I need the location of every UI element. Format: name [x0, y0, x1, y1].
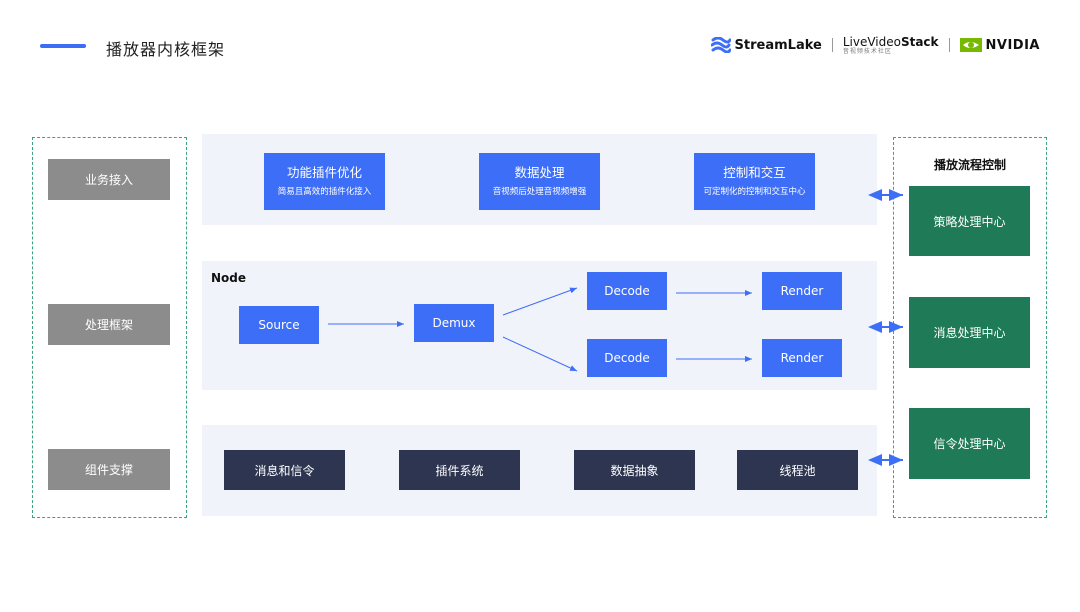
component-thread-pool: 线程池 — [737, 450, 858, 490]
feature-title: 数据处理 — [514, 165, 565, 181]
layer-business-access: 业务接入 — [48, 159, 170, 200]
playback-control-title: 播放流程控制 — [933, 158, 1006, 172]
page-title: 播放器内核框架 — [106, 40, 226, 59]
livevideostack-logo-prefix: LiveVideo — [842, 34, 901, 49]
layer-component-support: 组件支撑 — [48, 449, 170, 490]
feature-title: 控制和交互 — [723, 165, 786, 181]
pipeline-decode-top: Decode — [587, 272, 667, 310]
nvidia-eye-icon — [959, 38, 982, 52]
livevideostack-logo-sub: 音视频技术社区 — [842, 47, 892, 55]
livevideostack-logo-main: LiveVideoStack — [843, 36, 939, 48]
streamlake-icon — [710, 37, 731, 53]
control-strategy-center: 策略处理中心 — [909, 186, 1030, 256]
nvidia-logo: NVIDIA — [959, 37, 1040, 53]
logo-separator — [831, 38, 833, 52]
logo-bar: StreamLake LiveVideoStack 音视频技术社区 NVIDIA — [710, 34, 1040, 56]
feature-control-interaction: 控制和交互 可定制化的控制和交互中心 — [694, 153, 815, 210]
control-signaling-center: 信令处理中心 — [909, 408, 1030, 479]
feature-title: 功能插件优化 — [286, 165, 362, 181]
streamlake-logo-text: StreamLake — [734, 37, 822, 53]
pipeline-render-top: Render — [762, 272, 842, 310]
feature-subtitle: 简易且高效的插件化接入 — [277, 187, 372, 198]
title-accent-bar — [40, 44, 86, 48]
feature-data-processing: 数据处理 音视频后处理音视频增强 — [479, 153, 600, 210]
component-data-abstraction: 数据抽象 — [574, 450, 695, 490]
arrow-demux-to-decode-bottom — [502, 336, 578, 372]
component-plugin-system: 插件系统 — [399, 450, 520, 490]
feature-subtitle: 音视频后处理音视频增强 — [492, 187, 587, 198]
pipeline-render-bottom: Render — [762, 339, 842, 377]
component-messaging: 消息和信令 — [224, 450, 345, 490]
livevideostack-logo-bold: Stack — [900, 34, 939, 49]
nvidia-logo-text: NVIDIA — [985, 37, 1040, 53]
pipeline-decode-bottom: Decode — [587, 339, 667, 377]
feature-plugin-optimization: 功能插件优化 简易且高效的插件化接入 — [264, 153, 385, 210]
logo-separator — [948, 38, 950, 52]
control-message-center: 消息处理中心 — [909, 297, 1030, 368]
livevideostack-logo: LiveVideoStack 音视频技术社区 — [843, 36, 939, 55]
streamlake-logo: StreamLake — [710, 37, 822, 53]
left-layer-frame — [32, 137, 187, 518]
arrow-demux-to-decode-top — [502, 287, 578, 316]
layer-processing-framework: 处理框架 — [48, 304, 170, 345]
pipeline-source: Source — [239, 306, 319, 344]
pipeline-demux: Demux — [414, 304, 494, 342]
pipeline-node-label: Node — [211, 271, 247, 285]
feature-subtitle: 可定制化的控制和交互中心 — [703, 187, 806, 198]
